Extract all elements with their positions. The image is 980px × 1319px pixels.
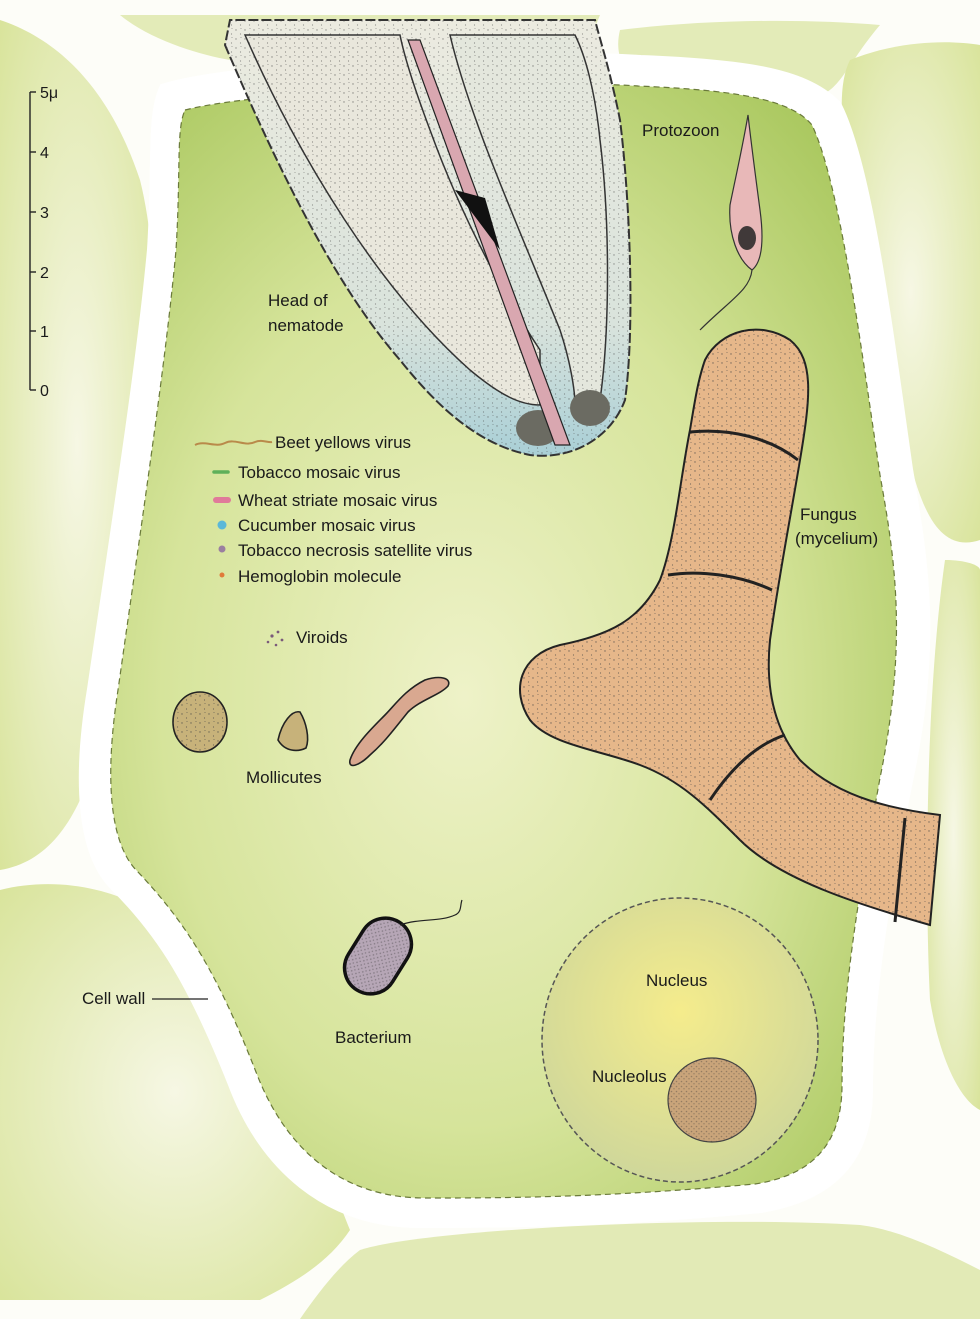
label-mollicutes: Mollicutes bbox=[246, 768, 322, 787]
label-nucleolus: Nucleolus bbox=[592, 1067, 667, 1086]
scale-tick-5: 5μ bbox=[40, 85, 58, 102]
scale-tick-0: 0 bbox=[40, 383, 49, 400]
scale-tick-3: 3 bbox=[40, 205, 49, 222]
label-nematode-line1: Head of bbox=[268, 291, 328, 310]
scale-tick-2: 2 bbox=[40, 265, 49, 282]
scale-tick-4: 4 bbox=[40, 145, 49, 162]
label-bacterium: Bacterium bbox=[335, 1028, 412, 1047]
legend-label-hemoglobin: Hemoglobin molecule bbox=[238, 567, 401, 586]
cucumber-mosaic-dot-icon bbox=[218, 521, 227, 530]
label-protozoon: Protozoon bbox=[642, 121, 720, 140]
hemoglobin-dot-icon bbox=[220, 573, 225, 578]
legend-label-cucumber-mosaic: Cucumber mosaic virus bbox=[238, 516, 416, 535]
label-fungus-line2: (mycelium) bbox=[795, 529, 878, 548]
label-viroids: Viroids bbox=[296, 628, 348, 647]
label-cell-wall: Cell wall bbox=[82, 989, 145, 1008]
legend-label-beet-yellows: Beet yellows virus bbox=[275, 433, 411, 452]
legend-label-tobacco-mosaic: Tobacco mosaic virus bbox=[238, 463, 401, 482]
legend-label-tobacco-necrosis: Tobacco necrosis satellite virus bbox=[238, 541, 472, 560]
nucleus bbox=[542, 898, 818, 1182]
label-nucleus: Nucleus bbox=[646, 971, 707, 990]
scale-tick-1: 1 bbox=[40, 324, 49, 341]
satellite-virus-dot-icon bbox=[219, 546, 226, 553]
legend-label-wheat-striate: Wheat striate mosaic virus bbox=[238, 491, 437, 510]
label-fungus-line1: Fungus bbox=[800, 505, 857, 524]
label-nematode-line2: nematode bbox=[268, 316, 344, 335]
